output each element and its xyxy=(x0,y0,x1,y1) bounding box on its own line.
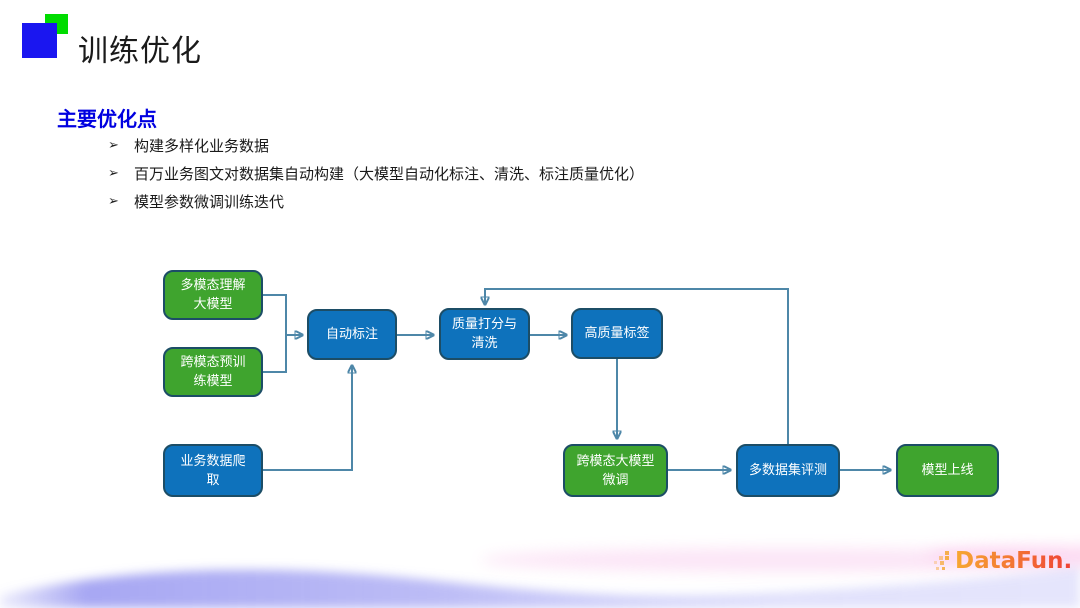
node-multimodal-understanding-model: 多模态理解 大模型 xyxy=(163,270,263,320)
node-cross-modal-pretrain-model: 跨模态预训 练模型 xyxy=(163,347,263,397)
bullet-list: ➢ 构建多样化业务数据 ➢ 百万业务图文对数据集自动构建（大模型自动化标注、清洗… xyxy=(108,137,644,221)
section-heading: 主要优化点 xyxy=(57,107,157,131)
node-model-launch: 模型上线 xyxy=(896,444,999,497)
datafun-dots-icon xyxy=(934,551,949,570)
bullet-text: 模型参数微调训练迭代 xyxy=(134,193,285,211)
title-blue-square-icon xyxy=(22,23,57,58)
node-business-data-crawling: 业务数据爬 取 xyxy=(163,444,263,497)
bullet-text: 构建多样化业务数据 xyxy=(134,137,270,155)
node-quality-scoring-cleaning: 质量打分与 清洗 xyxy=(439,308,530,360)
node-high-quality-labels: 高质量标签 xyxy=(571,308,663,359)
datafun-logo-text: DataFun. xyxy=(955,548,1073,574)
bullet-arrow-icon: ➢ xyxy=(108,138,119,153)
bullet-item: ➢ 模型参数微调训练迭代 xyxy=(108,193,644,211)
node-auto-labeling: 自动标注 xyxy=(307,309,397,360)
bullet-item: ➢ 构建多样化业务数据 xyxy=(108,137,644,155)
bullet-arrow-icon: ➢ xyxy=(108,194,119,209)
bottom-wave-decoration xyxy=(0,545,1080,608)
bullet-text: 百万业务图文对数据集自动构建（大模型自动化标注、清洗、标注质量优化） xyxy=(134,165,645,183)
edge-crawling-to-auto-labeling xyxy=(263,366,352,471)
bullet-arrow-icon: ➢ xyxy=(108,166,119,181)
datafun-logo: DataFun. xyxy=(933,548,1072,574)
bullet-item: ➢ 百万业务图文对数据集自动构建（大模型自动化标注、清洗、标注质量优化） xyxy=(108,165,644,183)
node-multi-dataset-eval: 多数据集评测 xyxy=(736,444,840,497)
node-cross-modal-llm-finetune: 跨模态大模型 微调 xyxy=(563,444,668,497)
page-title: 训练优化 xyxy=(78,34,202,69)
edge-models-merge xyxy=(263,294,287,373)
